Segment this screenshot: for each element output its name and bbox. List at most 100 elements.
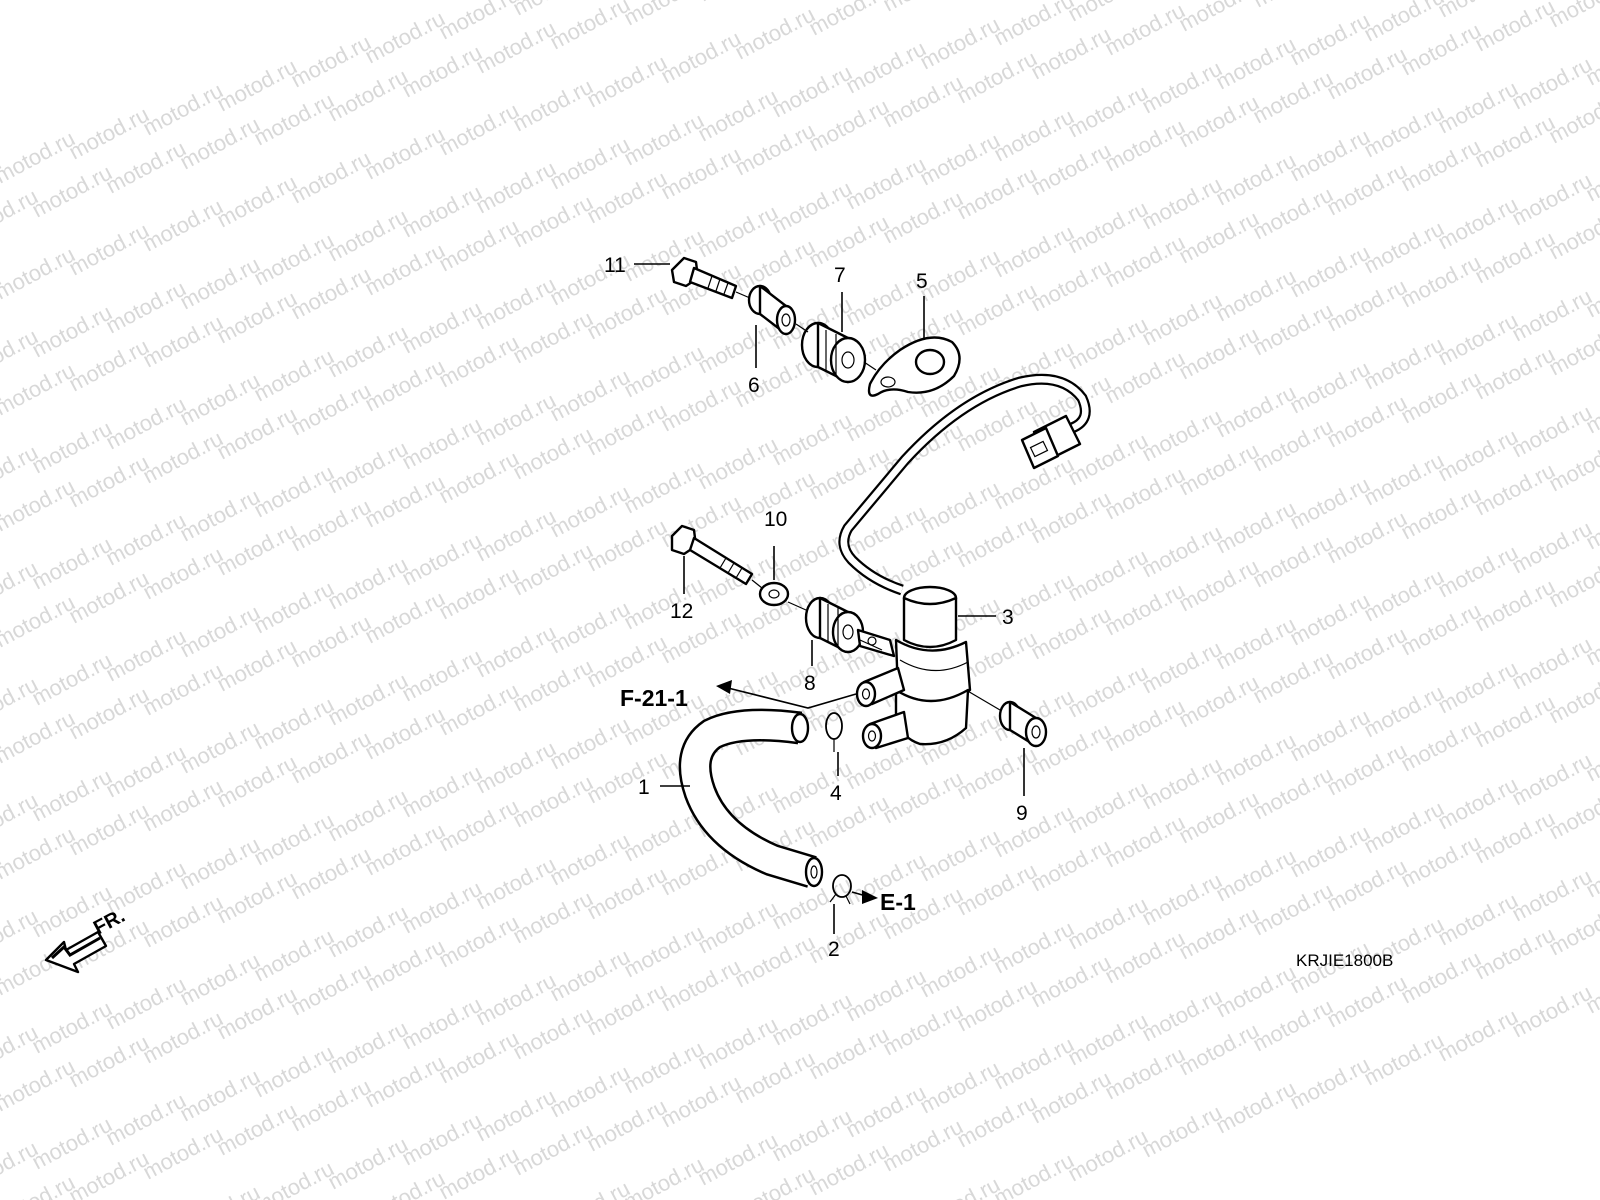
watermark-text: motod.ru (805, 1138, 893, 1200)
watermark-text: motod.ru (213, 1098, 301, 1161)
part-7-grommet[interactable] (800, 321, 867, 384)
watermark-text: motod.ru (1249, 182, 1337, 245)
watermark-text: motod.ru (1175, 438, 1263, 501)
diagram-code: KRJIE1800B (1296, 951, 1393, 970)
watermark-text: motod.ru (879, 0, 967, 16)
watermark-text: motod.ru (213, 286, 301, 349)
wire-harness (838, 373, 1091, 596)
watermark-text: motod.ru (139, 426, 227, 489)
callout-11: 11 (604, 254, 626, 277)
callout-10: 10 (764, 508, 787, 531)
watermark-text: motod.ru (805, 790, 893, 853)
watermark-text: motod.ru (657, 954, 745, 1017)
watermark-text: motod.ru (0, 590, 79, 653)
watermark-text: motod.ru (879, 1114, 967, 1177)
part-1-hose[interactable] (678, 708, 824, 888)
part-3-solenoid-valve[interactable] (855, 585, 972, 750)
watermark-text: motod.ru (509, 1118, 597, 1181)
reference-e-1[interactable]: E-1 (880, 889, 916, 915)
watermark-text: motod.ru (435, 562, 523, 625)
watermark-text: motod.ru (583, 166, 671, 229)
watermark-text: motod.ru (879, 998, 967, 1061)
watermark-text: motod.ru (213, 402, 301, 465)
watermark-text: motod.ru (0, 1054, 79, 1117)
watermark-text: motod.ru (1397, 250, 1485, 313)
watermark-text: motod.ru (509, 190, 597, 253)
leader-lines (634, 263, 1025, 934)
watermark-text: motod.ru (694, 0, 782, 6)
watermark-text: motod.ru (0, 822, 79, 885)
watermark-text: motod.ru (805, 906, 893, 969)
watermark-text: motod.ru (657, 142, 745, 205)
watermark-text: motod.ru (1175, 1018, 1263, 1081)
watermark-text: motod.ru (287, 842, 375, 905)
watermark-text: motod.ru (361, 470, 449, 533)
callout-4: 4 (830, 782, 842, 805)
watermark-text: motod.ru (250, 88, 338, 151)
callout-2: 2 (828, 938, 840, 961)
callout-7: 7 (834, 264, 846, 287)
watermark-text: motod.ru (879, 186, 967, 249)
watermark-text: motod.ru (731, 1046, 819, 1109)
watermark-text: motod.ru (583, 50, 671, 113)
reference-f-21-1[interactable]: F-21-1 (620, 685, 688, 711)
watermark-text: motod.ru (731, 930, 819, 993)
watermark-text: motod.ru (953, 162, 1041, 225)
part-5-clamp[interactable] (867, 336, 961, 397)
watermark-text: motod.ru (1434, 1004, 1522, 1067)
watermark-text: motod.ru (102, 136, 190, 199)
part-12-bolt[interactable] (670, 524, 754, 586)
watermark-text: motod.ru (472, 16, 560, 79)
watermark-text: motod.ru (287, 494, 375, 557)
watermark-text: motod.ru (731, 2, 819, 65)
watermark-text: motod.ru (65, 334, 153, 397)
watermark-text: motod.ru (509, 1002, 597, 1065)
watermark-text: motod.ru (1471, 458, 1559, 521)
watermark-text: motod.ru (509, 306, 597, 369)
watermark-text: motod.ru (435, 910, 523, 973)
part-4-clip[interactable] (825, 712, 843, 752)
watermark-text: motod.ru (65, 450, 153, 513)
watermark-text: motod.ru (1323, 390, 1411, 453)
part-11-bolt[interactable] (670, 256, 738, 300)
watermark-text: motod.ru (1323, 274, 1411, 337)
watermark-text: motod.ru (1249, 66, 1337, 129)
watermark-text: motod.ru (583, 862, 671, 925)
part-9-collar[interactable] (998, 700, 1048, 748)
watermark-text: motod.ru (583, 1094, 671, 1157)
watermark-text: motod.ru (953, 858, 1041, 921)
watermark-text: motod.ru (990, 1148, 1078, 1200)
watermark-text: motod.ru (1138, 1100, 1226, 1163)
watermark-text: motod.ru (805, 210, 893, 273)
watermark-text: motod.ru (1027, 834, 1115, 897)
callout-12: 12 (670, 600, 693, 623)
watermark-text: motod.ru (1249, 762, 1337, 825)
watermark-text: motod.ru (65, 566, 153, 629)
watermark-text: motod.ru (65, 798, 153, 861)
watermark-text: motod.ru (139, 1006, 227, 1069)
watermark-text: motod.ru (435, 1026, 523, 1089)
watermark-text: motod.ru (213, 750, 301, 813)
watermark-text: motod.ru (435, 98, 523, 161)
part-8-grommet[interactable] (804, 596, 865, 654)
watermark-text: motod.ru (1027, 486, 1115, 549)
part-6-collar[interactable] (747, 284, 797, 336)
part-2-clip[interactable] (829, 874, 852, 905)
watermark-text: motod.ru (1101, 462, 1189, 525)
watermark-text: motod.ru (435, 678, 523, 741)
watermark-text: motod.ru (1249, 994, 1337, 1057)
callout-3: 3 (1002, 606, 1014, 629)
watermark-text: motod.ru (953, 1090, 1041, 1153)
callout-9: 9 (1016, 802, 1028, 825)
watermark-text: motod.ru (435, 1142, 523, 1200)
part-10-washer[interactable] (758, 581, 790, 607)
watermark-text: motod.ru (583, 978, 671, 1041)
watermark-text: motod.ru (1545, 0, 1600, 32)
watermark-text: motod.ru (1360, 1028, 1448, 1091)
watermark-text: motod.ru (1323, 158, 1411, 221)
watermark-text: motod.ru (139, 1122, 227, 1185)
watermark-text: motod.ru (509, 74, 597, 137)
watermark-text: motod.ru (361, 934, 449, 997)
watermark-text: motod.ru (1101, 114, 1189, 177)
